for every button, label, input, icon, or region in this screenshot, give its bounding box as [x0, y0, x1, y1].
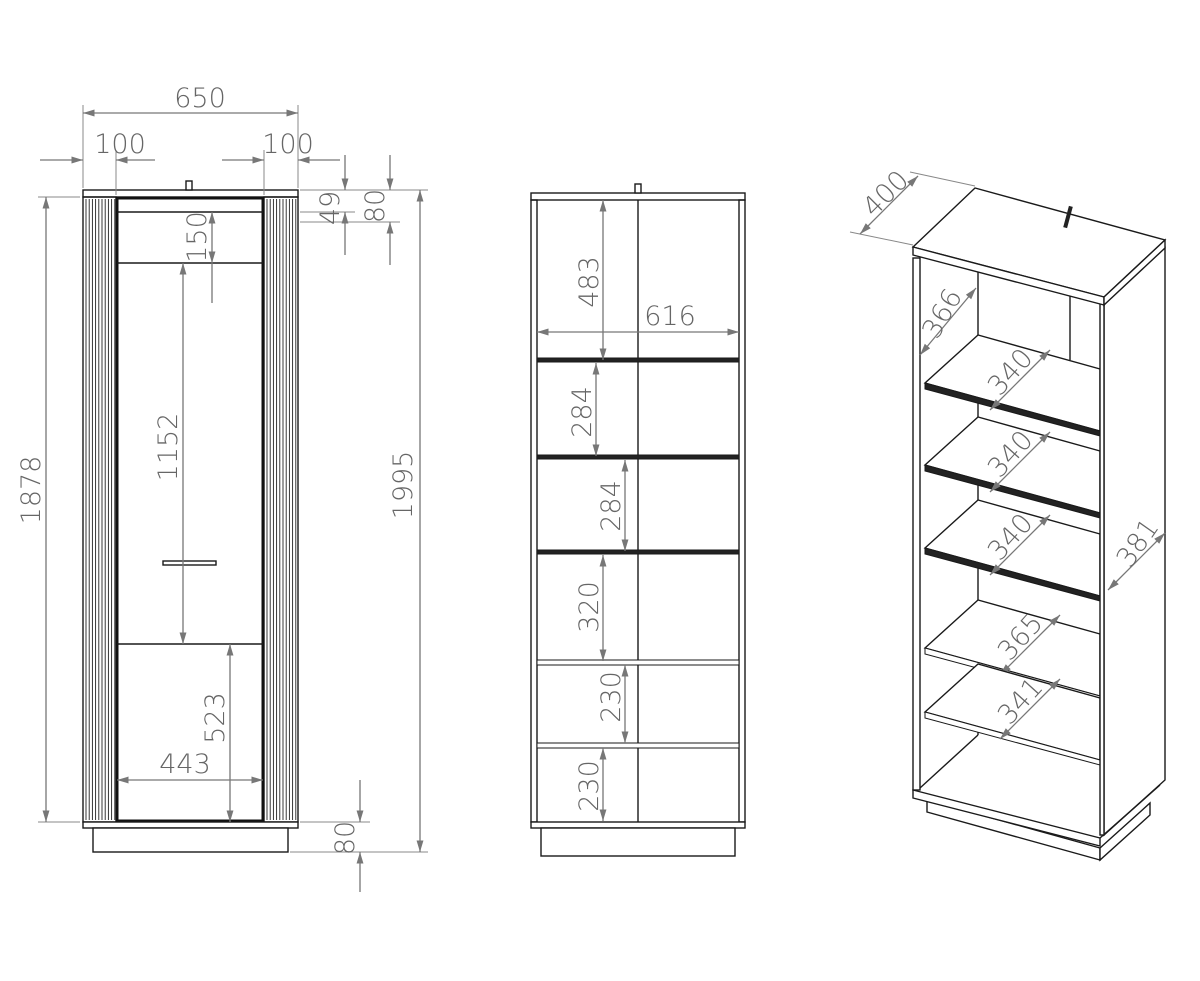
dim-compartment-1: 284 [567, 386, 598, 438]
dim-upper-rail: 150 [182, 211, 213, 263]
shelf-2 [536, 454, 740, 460]
shelves [536, 357, 740, 749]
bottom-plate [82, 821, 299, 829]
interior-view: 483 616 284 284 320 230 230 [530, 183, 746, 857]
shelf-3 [536, 549, 740, 555]
shelf-5 [536, 742, 740, 749]
shelf-4 [536, 659, 740, 666]
dim-overall-width: 650 [174, 83, 226, 114]
dim-inner-width: 443 [159, 749, 211, 780]
dim-side-depth: 366 [916, 284, 969, 344]
top-plate [82, 189, 299, 198]
front-view: 650 100 100 1878 1995 49 80 150 1152 523… [16, 83, 428, 892]
bottom-plate [530, 821, 746, 829]
dim-total-height: 1995 [388, 451, 419, 520]
dim-top-offset: 80 [360, 189, 391, 223]
fluted-panel-right [263, 196, 299, 823]
iso-shelf-5: 341 [923, 663, 1101, 766]
hanger-bracket [1063, 205, 1073, 229]
dim-side-right: 100 [262, 129, 314, 160]
dim-compartment-2: 284 [596, 480, 627, 532]
dim-body-height: 1878 [16, 456, 47, 525]
dim-side-left: 100 [94, 129, 146, 160]
plinth [926, 799, 1101, 861]
side-left [530, 199, 538, 823]
glass-door-frame [115, 196, 265, 823]
dim-top-compartment: 483 [574, 256, 605, 308]
dim-depth: 400 [857, 165, 915, 223]
side-panel-left [912, 257, 921, 791]
dim-compartment-4: 230 [596, 671, 627, 723]
hanger-bracket [634, 183, 642, 194]
iso-shelf-3: 340 [923, 499, 1101, 602]
door-handle [162, 560, 217, 566]
shelf-1 [536, 357, 740, 363]
hanger-bracket [185, 180, 193, 191]
dim-plinth-height: 80 [330, 821, 361, 855]
dim-top-thickness: 49 [315, 191, 346, 225]
side-right [738, 199, 746, 823]
fluted-panel-left [82, 196, 117, 823]
dim-inner-width: 616 [644, 301, 696, 332]
plinth [540, 827, 736, 857]
dim-lower-panel: 523 [200, 692, 231, 744]
dim-compartment-5: 230 [574, 760, 605, 812]
plinth [92, 827, 289, 853]
iso-shelf-1: 340 [923, 334, 1101, 437]
top-plate [530, 192, 746, 201]
bottom-plate [912, 789, 1101, 847]
dim-glass-height: 1152 [153, 413, 184, 482]
iso-shelf-2: 340 [923, 416, 1101, 519]
dim-compartment-3: 320 [574, 581, 605, 633]
